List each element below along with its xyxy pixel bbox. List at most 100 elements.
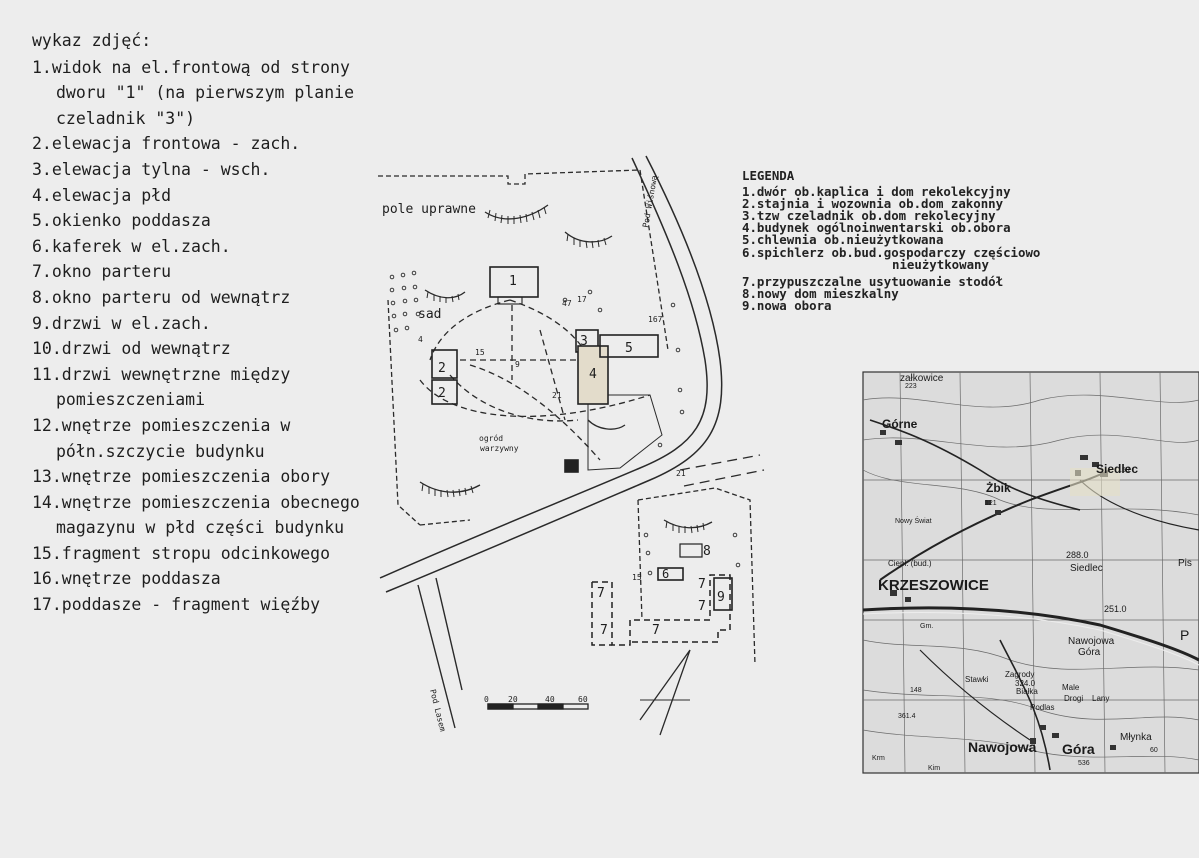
map-label: załkowice (900, 373, 944, 384)
map-label: 536 (1078, 760, 1090, 767)
building-7e-label: 7 (698, 577, 706, 592)
building-8 (679, 543, 703, 558)
building-9-label: 9 (717, 590, 725, 605)
building-7b-label: 7 (600, 623, 608, 638)
map-label: 148 (910, 687, 922, 694)
map-label: Nawojowa (1068, 636, 1115, 647)
building-8-label: 8 (703, 544, 711, 559)
photo-list-item: 11.drzwi wewnętrzne między (32, 364, 291, 384)
well-mark (564, 459, 579, 473)
legend-item-continuation: nieużytkowany (892, 256, 989, 272)
legend-item: 8.nowy dom mieszkalny (742, 285, 899, 301)
building-7a-label: 7 (597, 586, 605, 601)
fence-top (378, 169, 641, 185)
map-label: Siedlec (1070, 563, 1103, 574)
map-label: 60 (1150, 747, 1158, 754)
fence-right (639, 169, 669, 351)
legend-item: 9.nowa obora (742, 297, 832, 313)
photo-mark: 167 (648, 315, 663, 324)
photo-list-item: 10.drzwi od wewnątrz (32, 339, 231, 359)
map-label: Drogi (1064, 694, 1083, 703)
photo-list-item: 4.elewacja płd (32, 185, 172, 205)
legend-item: 5.chlewnia ob.nieużytkowana (742, 232, 944, 248)
photo-list-item: 3.elewacja tylna - wsch. (32, 159, 271, 179)
map-label: KRZESZOWICE (878, 577, 989, 594)
photo-mark: 21 (552, 391, 562, 400)
building-4-label: 4 (589, 367, 597, 382)
scale-label-0: 0 (484, 695, 489, 704)
building-2a-label: 2 (438, 361, 446, 376)
map-label: P (1180, 627, 1189, 643)
photo-list-item: 1.widok na el.frontową od strony (32, 57, 350, 77)
building-3-label: 3 (580, 334, 588, 349)
legend-item: 2.stajnia i wozownia ob.dom zakonny (742, 196, 1004, 212)
legend-item: 7.przypuszczalne usytuowanie stodół (742, 273, 1004, 289)
map-label: Nawojowa (968, 739, 1037, 755)
map-label: Siedlec (1096, 462, 1138, 476)
building-2b (431, 379, 458, 405)
road-main-inner (385, 155, 723, 593)
map-label: Górne (882, 417, 918, 431)
building-9 (713, 577, 733, 611)
photo-list-item: 13.wnętrze pomieszczenia obory (32, 467, 331, 487)
map-label: Zagrody (1005, 670, 1034, 679)
photo-list-item: 16.wnętrze poddasza (32, 569, 221, 589)
map-label: 324.0 (1015, 679, 1036, 688)
photo-mark: 15 (475, 348, 485, 357)
map-label: Podlas (1030, 703, 1054, 712)
photo-list-item-continuation: czeladnik "3") (56, 108, 196, 128)
photo-list-item-continuation: magazynu w płd części budynku (56, 518, 345, 538)
photo-mark: 15 (632, 573, 642, 582)
map-label: Gm. (920, 623, 933, 630)
photo-list-item: 12.wnętrze pomieszczenia w (32, 415, 291, 435)
map-label: Kim (928, 765, 940, 772)
map-label: Krm (872, 755, 885, 762)
building-6 (657, 567, 684, 581)
photo-list-item-continuation: dworu "1" (na pierwszym planie (56, 83, 355, 103)
map-label: 361.4 (898, 713, 916, 720)
legend-item: 3.tzw czeladnik ob.dom rekolecyjny (742, 208, 996, 224)
building-7d-label: 7 (698, 599, 706, 614)
scale-label-20: 20 (508, 695, 518, 704)
field-label: pole uprawne (382, 202, 476, 217)
map-label: Góra (1062, 741, 1095, 757)
scale-bar (487, 703, 589, 710)
map-label: Ciepl. (bud.) (888, 559, 932, 568)
road-bottom-label: Pod Lasem (428, 688, 447, 732)
topo-map: załkowice Górne Siedlec Żbik Nowy Świat … (862, 371, 1199, 774)
photo-list-item: 2.elewacja frontowa - zach. (32, 134, 301, 154)
map-label: Żbik (986, 480, 1011, 495)
orchard-label: sad (418, 307, 441, 322)
map-label: 223 (905, 383, 917, 390)
building-5-label: 5 (625, 341, 633, 356)
building-1-label: 1 (509, 274, 517, 289)
map-label: Male (1062, 683, 1080, 692)
photo-list-item: 7.okno parteru (32, 262, 172, 282)
garden-label-2: warzywny (480, 444, 519, 453)
photo-mark: 17 (577, 295, 587, 304)
scale-label-40: 40 (545, 695, 555, 704)
legend-item: 1.dwór ob.kaplica i dom rekolekcyjny (742, 184, 1011, 200)
side-road-b (435, 577, 463, 691)
fence-left (387, 299, 421, 526)
building-2b-label: 2 (438, 386, 446, 401)
legend-item: 6.spichlerz ob.bud.gospodarczy częściowo (742, 244, 1041, 260)
building-5 (599, 334, 659, 358)
photo-list-item: 17.poddasze - fragment więźby (32, 595, 321, 615)
building-7c-label: 7 (652, 623, 660, 638)
road-main-outer (379, 157, 708, 579)
legend-item: 4.budynek ogólnoinwentarski ob.obora (742, 220, 1011, 236)
photo-list: wykaz zdjęć: 1.widok na el.frontową od s… (32, 28, 360, 618)
photo-list-item: 8.okno parteru od wewnątrz (32, 287, 291, 307)
scale-label-60: 60 (578, 695, 588, 704)
photo-list-title: wykaz zdjęć: (32, 31, 152, 50)
building-7-outline (592, 574, 731, 646)
map-label: Białka (1016, 687, 1038, 696)
map-label: Góra (1078, 647, 1101, 658)
photo-list-items: 1.widok na el.frontową od strony dworu "1… (32, 55, 360, 618)
building-4 (577, 345, 609, 405)
map-label: Pis (1178, 558, 1192, 569)
